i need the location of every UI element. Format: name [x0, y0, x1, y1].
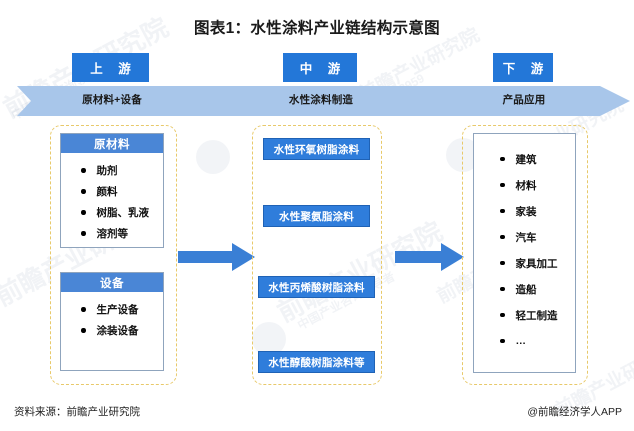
bullet-icon: [81, 189, 86, 194]
list-item-label: 汽车: [515, 231, 537, 244]
list-item-label: 助剂: [96, 165, 118, 177]
list-item: 轻工制造: [474, 302, 575, 328]
band-label-upstream: 原材料+设备: [82, 94, 142, 106]
list-item-label: 建筑: [515, 153, 537, 166]
bullet-icon: [500, 156, 505, 162]
list-item-label: 涂装设备: [96, 325, 139, 337]
upstream-group-container: [50, 125, 177, 385]
midstream-product-chip: 水性聚氨脂涂料: [263, 205, 370, 227]
bullet-icon: [500, 286, 505, 292]
connector-arrow-midstream-to-downstream: [395, 242, 465, 277]
list-item: …: [474, 328, 575, 354]
downstream-group-container: [462, 125, 588, 385]
bullet-icon: [81, 231, 86, 236]
stage-box-upstream: 上 游: [72, 53, 149, 82]
list-item: 颜料: [61, 181, 163, 202]
list-item-label: 材料: [515, 179, 537, 192]
bullet-icon: [81, 210, 86, 215]
downstream-panel-applications: 建筑 材料 家装 汽车 家具加工 造船: [473, 133, 576, 373]
list-item: 涂装设备: [61, 320, 163, 341]
bullet-icon: [81, 328, 86, 333]
upstream-panel-raw-materials: 原材料 助剂 颜料 树脂、乳液 溶剂等: [60, 133, 164, 248]
upstream-panel-equipment: 设备 生产设备 涂装设备: [60, 272, 164, 371]
bullet-icon: [500, 260, 505, 266]
band-label-downstream: 产品应用: [502, 94, 546, 106]
list-item-label: 家装: [515, 205, 537, 218]
list-item-label: …: [515, 335, 527, 347]
panel-body-equipment: 生产设备 涂装设备: [61, 292, 163, 345]
source-note: 资料来源：前瞻产业研究院: [14, 406, 140, 418]
panel-body-raw-materials: 助剂 颜料 树脂、乳液 溶剂等: [61, 153, 163, 248]
band-label-midstream: 水性涂料制造: [288, 94, 354, 106]
list-item: 家具加工: [474, 250, 575, 276]
panel-header-equipment: 设备: [61, 273, 163, 292]
list-item-label: 家具加工: [515, 257, 558, 270]
bullet-icon: [81, 168, 86, 173]
list-item: 材料: [474, 172, 575, 198]
midstream-group-container: [252, 125, 382, 385]
list-item: 生产设备: [61, 299, 163, 320]
midstream-product-chip: 水性醇酸树脂涂料等: [258, 351, 375, 373]
bullet-icon: [500, 234, 505, 240]
list-item: 家装: [474, 198, 575, 224]
list-item-label: 溶剂等: [96, 228, 129, 240]
bullet-icon: [500, 338, 505, 344]
stage-box-midstream: 中 游: [283, 53, 357, 82]
page-title: 图表1：水性涂料产业链结构示意图: [194, 20, 440, 37]
bullet-icon: [500, 312, 505, 318]
list-item-label: 生产设备: [96, 304, 139, 316]
watermark-logo: [196, 140, 230, 174]
brand-credit: @前瞻经济学人APP: [527, 406, 622, 418]
list-item: 溶剂等: [61, 223, 163, 244]
panel-header-raw-materials: 原材料: [61, 134, 163, 153]
list-item: 造船: [474, 276, 575, 302]
bullet-icon: [500, 182, 505, 188]
midstream-product-chip: 水性环氧树脂涂料: [263, 138, 370, 160]
bullet-icon: [81, 307, 86, 312]
list-item-label: 轻工制造: [515, 309, 558, 322]
midstream-product-chip: 水性丙烯酸树脂涂料: [258, 276, 375, 298]
bullet-icon: [500, 208, 505, 214]
list-item-label: 颜料: [96, 186, 118, 198]
list-item-label: 造船: [515, 283, 537, 296]
list-item-label: 树脂、乳液: [96, 207, 150, 219]
list-item: 树脂、乳液: [61, 202, 163, 223]
chain-arrow-band: [17, 86, 631, 116]
list-item: 助剂: [61, 160, 163, 181]
list-item: 建筑: [474, 146, 575, 172]
list-item: 汽车: [474, 224, 575, 250]
connector-arrow-upstream-to-midstream: [178, 242, 256, 277]
stage-box-downstream: 下 游: [493, 53, 553, 82]
panel-body-applications: 建筑 材料 家装 汽车 家具加工 造船: [474, 134, 575, 358]
